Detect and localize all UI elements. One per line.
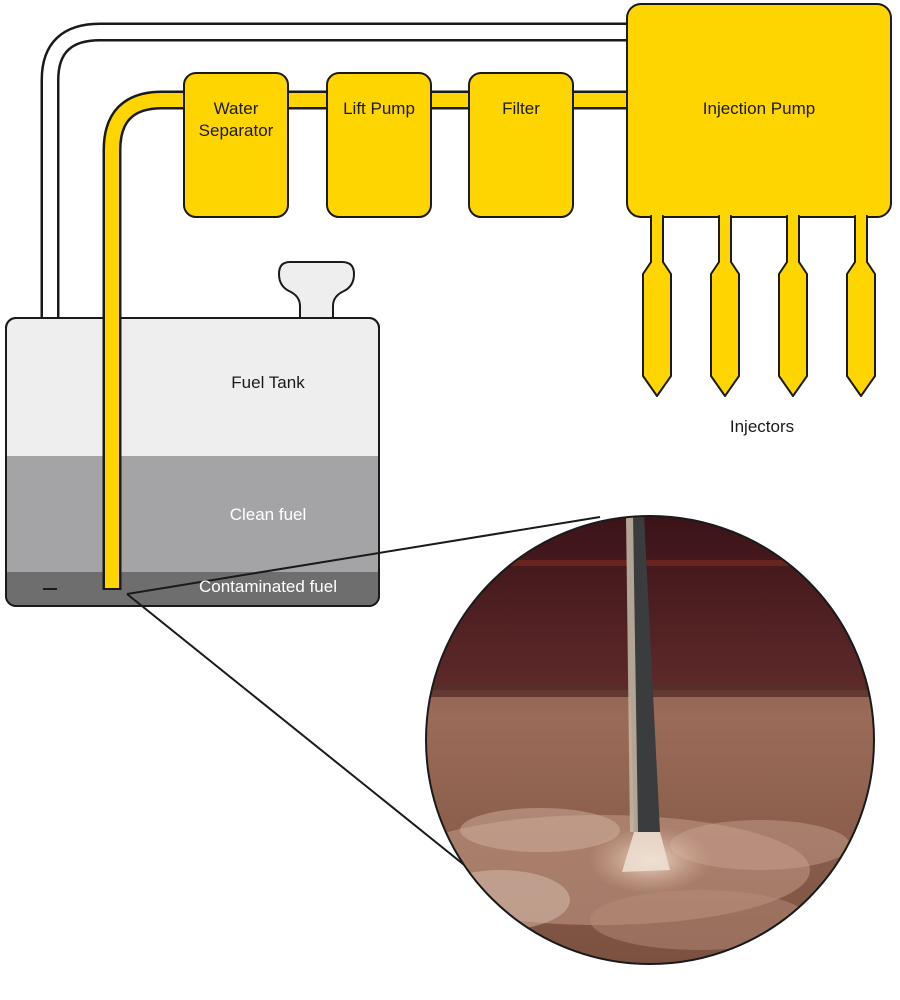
injector-4 [846,215,876,397]
injector-joint-2 [720,212,730,220]
photo-inset [425,515,875,965]
filter-label: Filter [502,99,540,118]
clean-fuel-label: Clean fuel [229,505,307,524]
filter-box [468,72,574,218]
contaminated-fuel-layer [7,572,378,605]
injector-joint-3 [788,212,798,220]
injectors [642,212,876,397]
water-separator-label: Water Separator [198,99,274,140]
fuel-tank-label: Fuel Tank [231,373,305,392]
injector-2 [710,215,740,397]
injection-pump-box [626,3,892,218]
injector-1 [642,215,672,397]
injector-joint-1 [652,212,662,220]
injection-pump-label: Injection Pump [702,99,816,118]
contaminated-fuel-label: Contaminated fuel [199,577,337,596]
lift-pump-label: Lift Pump [343,99,415,118]
zoom-line-lower [126,593,469,869]
injector-joint-4 [856,212,866,220]
zoom-line-upper [126,516,601,595]
clean-fuel-layer [7,456,378,572]
fuel-tank [5,261,380,607]
lift-pump-box [326,72,432,218]
injectors-label: Injectors [729,417,795,436]
water-separator-box [183,72,289,218]
injector-3 [778,215,808,397]
